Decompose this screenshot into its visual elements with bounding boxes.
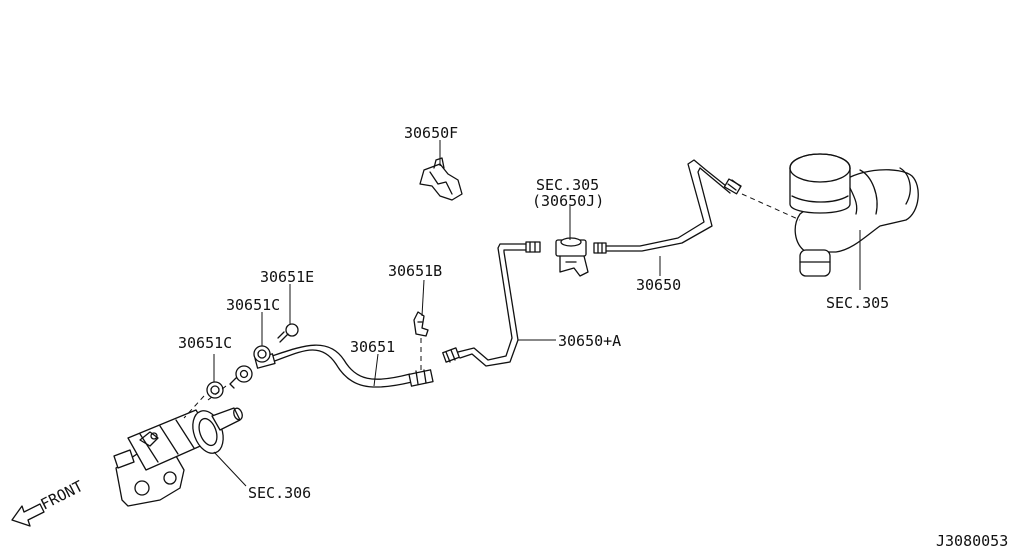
label-30650J: (30650J): [532, 192, 604, 210]
leader-lines: [213, 140, 861, 487]
washer-30651C-lower: [206, 381, 224, 399]
washer-30651C-upper: [253, 345, 271, 363]
connector-30650J: [525, 237, 589, 277]
label-sec305-connector: SEC.305: [536, 176, 599, 194]
pipe-to-cylinder-dashline: [741, 193, 801, 221]
clamp-30650F: [419, 157, 463, 201]
label-front: FRONT: [38, 477, 86, 514]
lock-plate-30651B: [413, 311, 429, 337]
clutch-operating-cylinder: [113, 407, 243, 507]
pipe-30650: [593, 159, 742, 254]
label-sec306: SEC.306: [248, 484, 311, 502]
label-30651C-upper: 30651C: [226, 296, 280, 314]
bolt-30651E: [277, 323, 299, 343]
clutch-master-cylinder: [789, 153, 919, 277]
label-30650A: 30650+A: [558, 332, 621, 350]
washer-to-cylinder-dashline: [183, 395, 205, 419]
pipe-30650A: [442, 243, 527, 367]
label-30651B: 30651B: [388, 262, 442, 280]
label-sec305-master: SEC.305: [826, 294, 889, 312]
banjo-to-washer-dashline: [207, 385, 227, 401]
label-30650: 30650: [636, 276, 681, 294]
front-direction-arrow: [11, 503, 45, 527]
label-30650F: 30650F: [404, 124, 458, 142]
label-30651: 30651: [350, 338, 395, 356]
drawing-code: J3080053: [936, 532, 1008, 550]
label-30651E: 30651E: [260, 268, 314, 286]
label-30651C-lower: 30651C: [178, 334, 232, 352]
hose-30651: [254, 344, 434, 388]
banjo-fitting: [229, 365, 253, 389]
